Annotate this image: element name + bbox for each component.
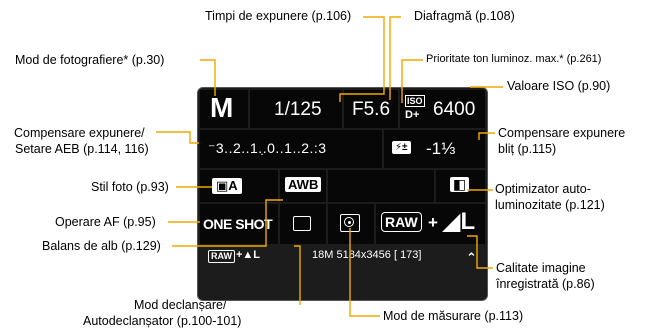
single-shot-icon [293, 216, 311, 231]
mode-cell[interactable]: M [200, 90, 248, 128]
quick-control-screen: M 1/125 F5.6 ISO D+ 6400 ⁻3..2..1..̣0..1… [197, 87, 488, 301]
label-exposure-comp-2: Setare AEB (p.114, 116) [15, 142, 149, 156]
leader-exposure-comp [156, 131, 199, 144]
image-quality-cell[interactable]: RAW + ◢L [376, 204, 485, 244]
mode-value: M [210, 92, 234, 123]
af-operation-value: ONE SHOT [203, 216, 273, 232]
exposure-comp-cell[interactable]: ⁻3..2..1..̣0..1..2.:3 [200, 130, 382, 168]
exposure-scale: ⁻3..2..1..̣0..1..2.:3 [208, 140, 327, 156]
label-flash-comp-1: Compensare expunere [498, 126, 626, 140]
iso-icon: ISO [405, 95, 425, 107]
iso-cell[interactable]: ISO D+ 6400 [400, 90, 485, 128]
white-balance-cell[interactable]: AWB [280, 170, 326, 202]
label-flash-comp-2: bliț (p.115) [498, 142, 557, 156]
info-bar: RAW +▲L 18M 5184x3456 [ 173] ⌃ [200, 246, 485, 268]
bottom-raw-icon: RAW [208, 250, 235, 263]
label-white-balance: Balans de alb (p.129) [42, 239, 161, 253]
label-shooting-mode: Mod de fotografiere* (p.30) [15, 53, 165, 67]
alo-icon: ◧ [450, 177, 470, 192]
label-quality-1: Calitate imagine [496, 261, 586, 275]
bottom-info-value: 18M 5184x3456 [ 173] [312, 249, 422, 261]
highlight-priority-icon: D+ [405, 109, 420, 121]
label-alo-1: Optimizator auto- [495, 182, 591, 196]
awb-icon: AWB [285, 177, 322, 192]
label-metering: Mod de măsurare (p.113) [383, 309, 524, 323]
bottom-quality-value: +▲L [236, 249, 261, 261]
label-quality-2: înregistrată (p.86) [496, 277, 595, 291]
up-arrow-icon: ⌃ [466, 250, 477, 265]
empty-cell [328, 170, 434, 202]
metering-cell[interactable] [328, 204, 374, 244]
label-af-operation: Operare AF (p.95) [55, 215, 156, 229]
large-fine-icon: ◢L [442, 208, 476, 235]
label-highlight-priority: Prioritate ton luminoz. max.* (p.261) [426, 53, 602, 65]
flash-comp-value: -1⅓ [426, 139, 456, 158]
label-drive-1: Mod declanșare/ [134, 298, 227, 312]
iso-value: 6400 [433, 99, 476, 120]
label-drive-2: Autodeclanșator (p.100-101) [83, 314, 242, 328]
label-shutter: Timpi de expunere (p.106) [205, 9, 352, 23]
picture-style-value: A [228, 178, 238, 193]
aperture-value: F5.6 [352, 99, 391, 120]
evaluative-metering-icon [340, 214, 360, 232]
af-operation-cell[interactable]: ONE SHOT [200, 204, 278, 244]
label-picture-style: Stil foto (p.93) [91, 180, 169, 194]
raw-icon: RAW [381, 212, 422, 232]
label-aperture: Diafragmă (p.108) [414, 9, 515, 23]
flash-comp-icon: ⚡± [392, 141, 411, 154]
shutter-value: 1/125 [274, 99, 322, 120]
flash-comp-cell[interactable]: ⚡± -1⅓ [384, 130, 485, 168]
alo-cell[interactable]: ◧ [436, 170, 485, 202]
label-exposure-comp-1: Compensare expunere/ [14, 126, 145, 140]
aperture-cell[interactable]: F5.6 [344, 90, 398, 128]
quality-plus: + [428, 213, 438, 232]
label-iso: Valoare ISO (p.90) [507, 79, 611, 93]
label-alo-2: luminozitate (p.121) [495, 198, 605, 212]
picture-style-cell[interactable]: ▣A [200, 170, 278, 202]
shutter-cell[interactable]: 1/125 [250, 90, 342, 128]
drive-mode-cell[interactable] [280, 204, 326, 244]
picture-style-icon: ▣A [212, 178, 242, 194]
